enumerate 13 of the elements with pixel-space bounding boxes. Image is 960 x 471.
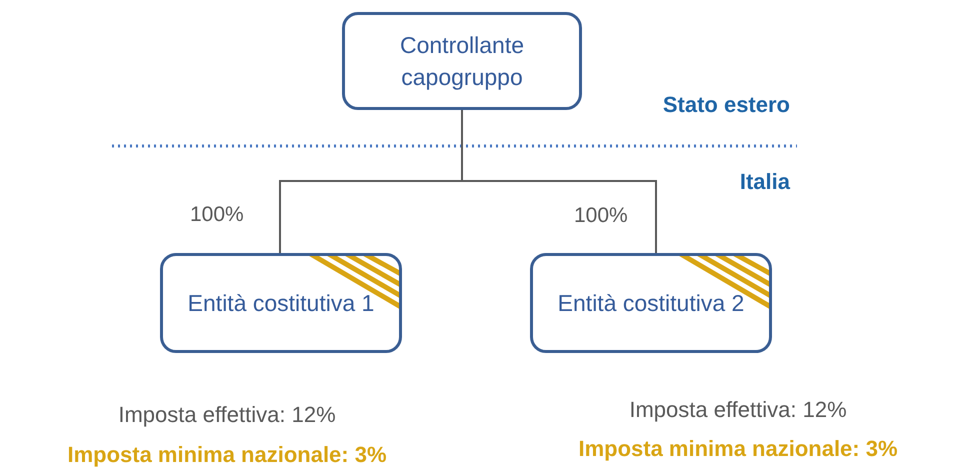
connector-line — [461, 110, 657, 253]
entity-label: Entità costitutiva 1 — [186, 288, 376, 318]
entity-box — [160, 253, 402, 353]
effective-tax-note: Imposta effettiva: 12% — [628, 397, 848, 423]
effective-tax-note: Imposta effettiva: 12% — [117, 402, 337, 428]
entity-box — [530, 253, 772, 353]
entity-box — [342, 12, 582, 110]
minimum-tax-note: Imposta minima nazionale: 3% — [577, 436, 899, 462]
jurisdiction-label: Stato estero — [662, 92, 790, 118]
entity-label: Entità costitutiva 2 — [556, 288, 746, 318]
entity-label: Controllante capogruppo — [398, 30, 526, 92]
minimum-tax-note: Imposta minima nazionale: 3% — [66, 442, 388, 468]
jurisdiction-label: Italia — [740, 169, 790, 195]
